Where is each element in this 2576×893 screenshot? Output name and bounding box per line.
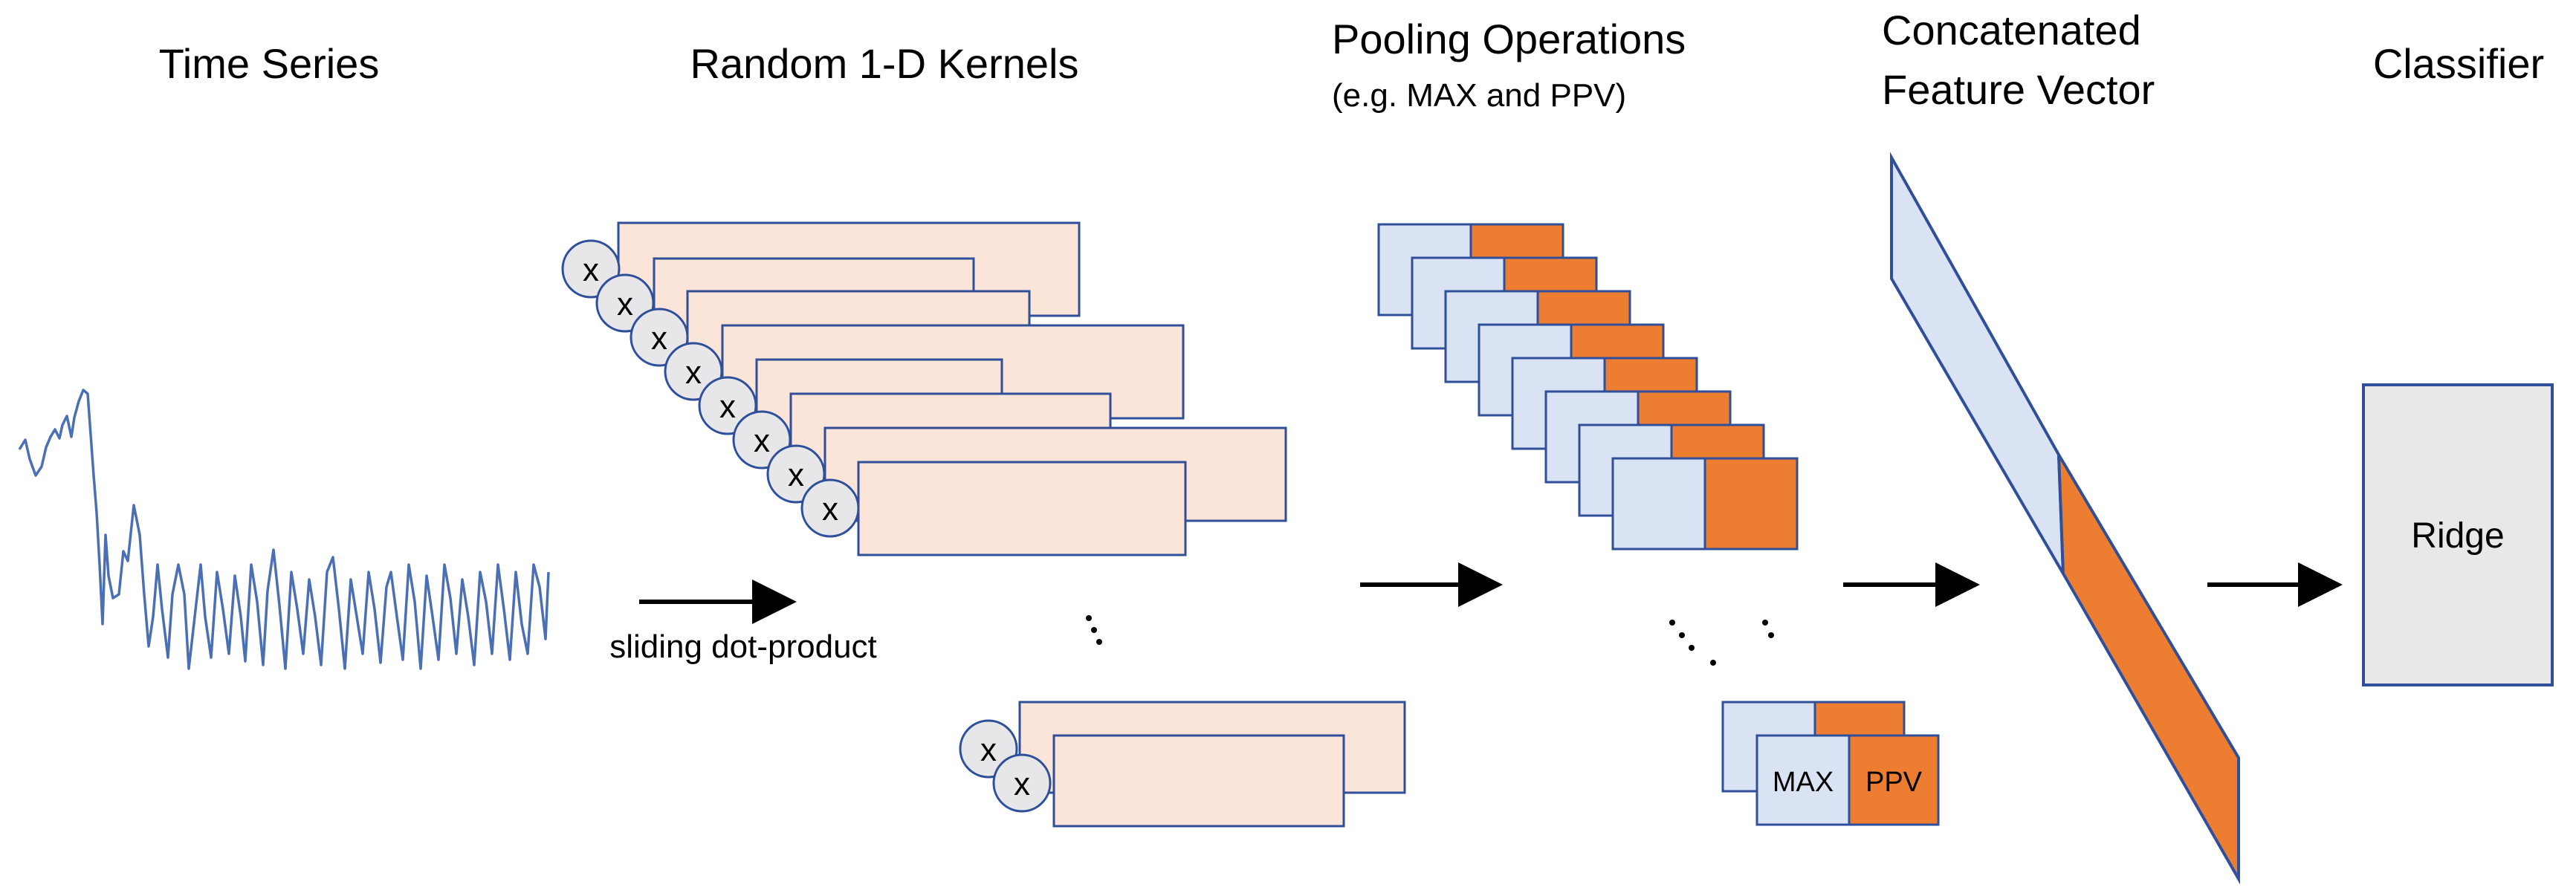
title-time-series: Time Series [159,40,380,87]
kernel-box [857,461,1187,556]
multiply-symbol: x [651,320,667,357]
feature-vector [1890,152,2240,885]
pooling-stack [1377,223,1799,551]
multiply-symbol: x [685,354,702,391]
multiply-circle-icon [800,478,860,538]
pooling-pair-lower: MAX PPV [1721,701,1940,826]
max-cell [1755,734,1851,826]
max-pool-cell [1611,457,1706,551]
ppv-pool-cell [1703,457,1799,551]
feature-vector-max-part [1890,152,2065,575]
multiply-symbol: x [583,252,599,288]
title-pooling-operations: Pooling Operations [1332,16,1686,62]
ridge-label: Ridge [2411,516,2504,556]
multiply-symbol: x [1014,766,1030,802]
ridge-classifier-box [2362,383,2554,686]
ellipsis-icon [1086,615,1102,645]
ppv-cell [1848,734,1940,826]
title-feature-vector: Feature Vector [1882,66,2155,113]
feature-vector-ppv-part [2057,453,2240,885]
sliding-dot-product-label: sliding dot-product [609,629,877,665]
multiply-symbol: x [617,286,633,322]
max-label: MAX [1773,767,1834,798]
subtitle-pooling-examples: (e.g. MAX and PPV) [1332,77,1626,114]
ellipsis-icon [1669,620,1774,666]
title-concatenated: Concatenated [1882,7,2141,53]
title-random-kernels: Random 1-D Kernels [690,40,1079,87]
title-classifier: Classifier [2373,40,2544,87]
ppv-label: PPV [1865,767,1923,798]
multiply-circle-icon [992,753,1052,813]
multiply-symbol: x [754,423,770,459]
multiply-symbol: x [980,732,997,768]
time-series-line [18,389,550,670]
multiply-symbol: x [719,389,736,425]
kernel-box [1052,734,1345,828]
kernel-stack-lower: xx [959,701,1406,828]
multiply-symbol: x [788,457,804,493]
multiply-symbol: x [822,491,838,527]
